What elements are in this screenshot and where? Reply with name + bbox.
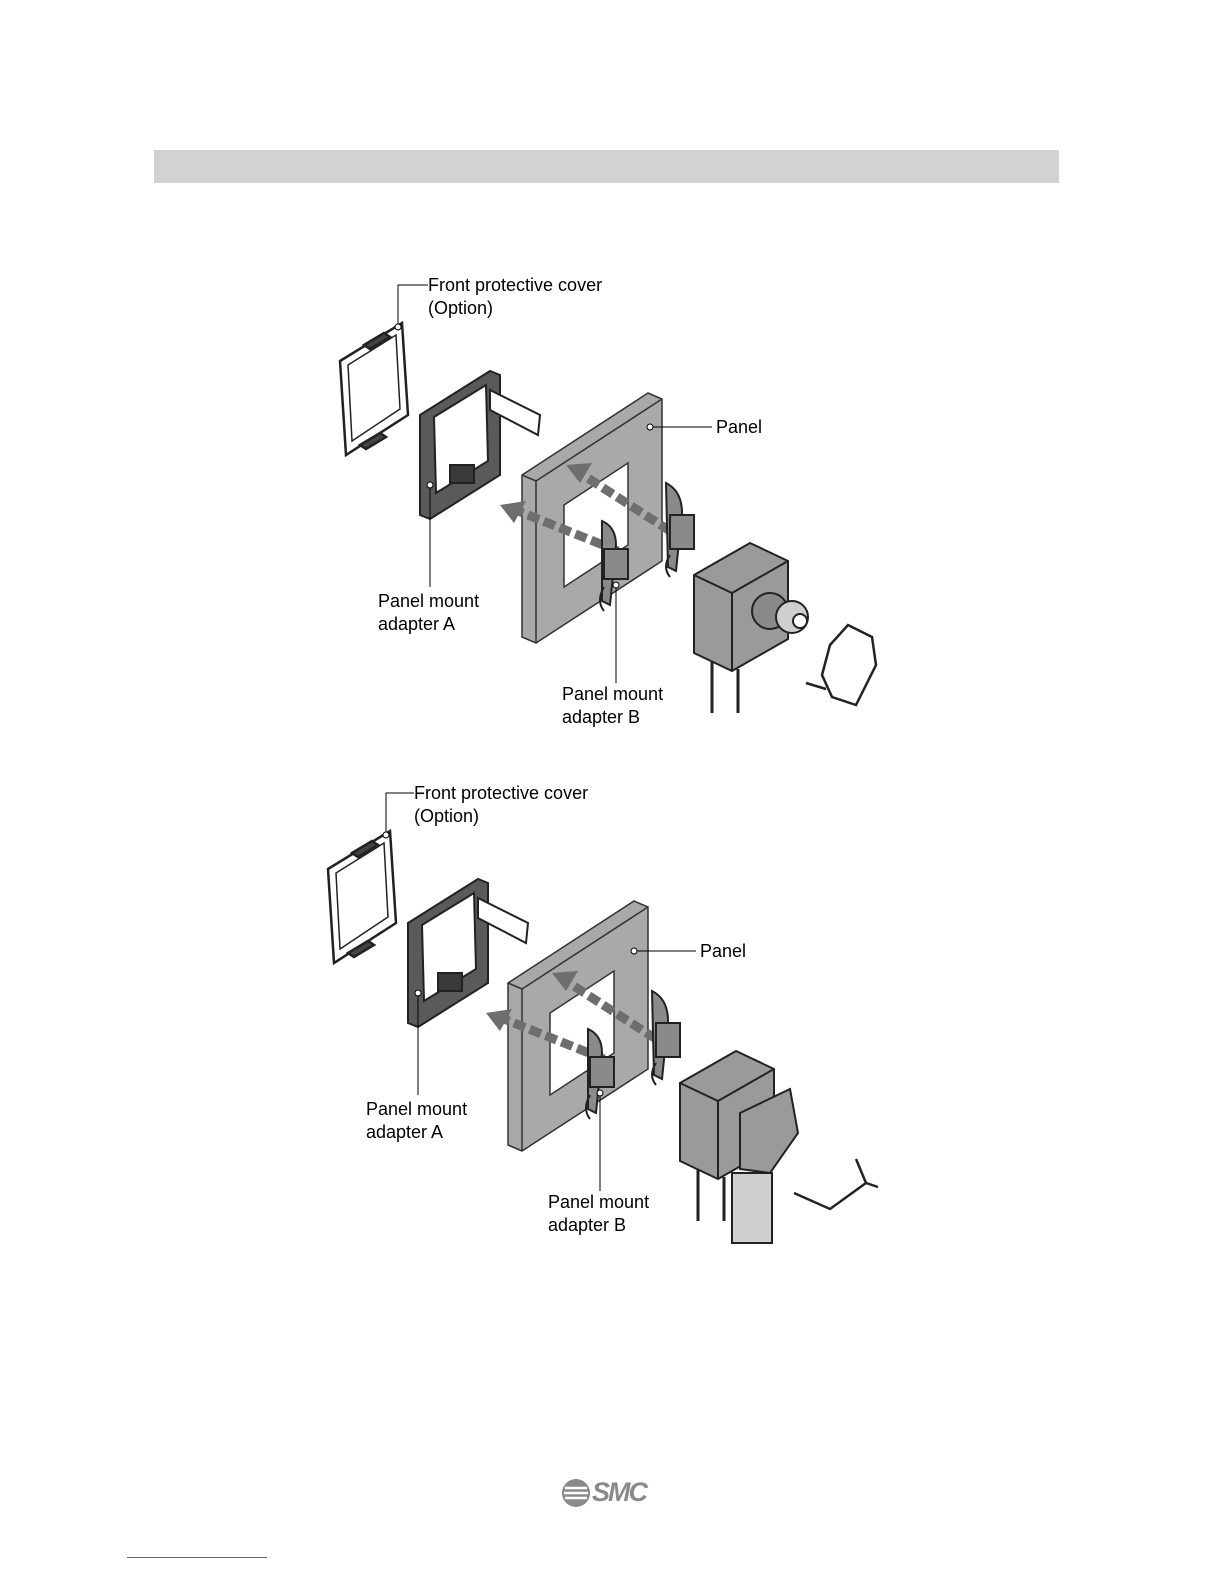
adapter-b-right-drawing [652, 991, 680, 1085]
panel-drawing [522, 393, 662, 643]
panel-drawing [508, 901, 648, 1151]
smc-logo-text: SMC [592, 1477, 646, 1508]
label-front-protective-cover: Front protective cover (Option) [428, 274, 602, 320]
switch-body-drawing [680, 1051, 798, 1243]
clip-drawing [794, 1159, 878, 1209]
label-front-protective-cover: Front protective cover (Option) [414, 782, 588, 828]
front-protective-cover-drawing [340, 323, 408, 455]
adapter-b-right-drawing [666, 483, 694, 577]
figure-panel-mount-straight: Front protective cover (Option) Panel Pa… [300, 265, 920, 735]
section-header-bar [154, 150, 1059, 183]
label-panel-mount-adapter-b: Panel mount adapter B [548, 1191, 649, 1237]
label-panel: Panel [716, 416, 762, 439]
clip-drawing [806, 625, 876, 705]
exploded-assembly-diagram [300, 265, 920, 735]
exploded-assembly-diagram [300, 773, 920, 1243]
switch-body-drawing [694, 543, 808, 713]
label-panel-mount-adapter-a: Panel mount adapter A [366, 1098, 467, 1144]
label-panel-mount-adapter-a: Panel mount adapter A [378, 590, 479, 636]
figure-panel-mount-elbow: Front protective cover (Option) Panel Pa… [300, 773, 920, 1243]
label-panel: Panel [700, 940, 746, 963]
smc-logo: SMC [560, 1476, 660, 1510]
front-protective-cover-drawing [328, 831, 396, 963]
footer-link-underline[interactable] [127, 1557, 267, 1558]
label-panel-mount-adapter-b: Panel mount adapter B [562, 683, 663, 729]
